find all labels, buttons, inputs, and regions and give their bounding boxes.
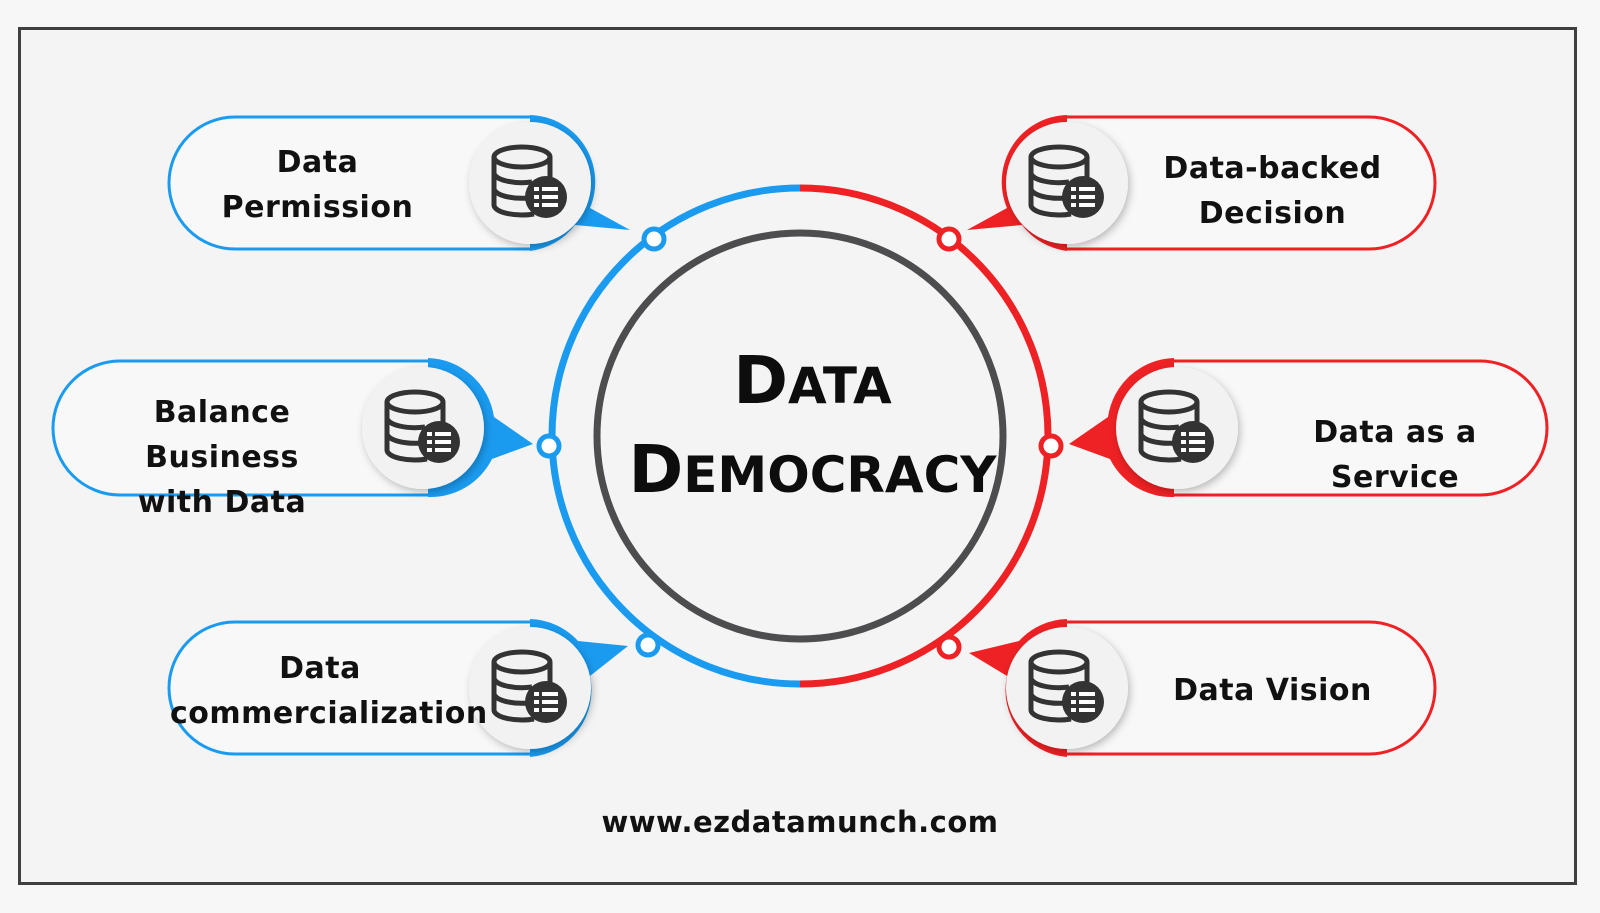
title-rest: ATA	[788, 357, 892, 415]
label-data-permission: Data Permission	[205, 140, 430, 230]
node-data-backed-decision	[967, 115, 1437, 251]
node-data-commercialization	[167, 619, 628, 757]
connector-dot	[536, 433, 562, 459]
label-data-commercialization: Data commercialization	[170, 646, 488, 736]
title-initial: D	[733, 342, 789, 419]
node-balance-business	[51, 358, 533, 498]
label-line: Permission	[221, 190, 414, 225]
connector-dot	[1038, 433, 1064, 459]
title-rest: EMOCRACY	[683, 446, 997, 504]
label-data-vision: Data Vision	[1150, 668, 1395, 713]
label-line: Data	[276, 145, 359, 180]
connector-dot	[641, 226, 667, 252]
connector-dot	[936, 634, 962, 660]
label-line: Data Vision	[1173, 673, 1372, 708]
footer-url: www.ezdatamunch.com	[601, 805, 999, 839]
label-line: Data	[279, 651, 361, 686]
title-line-2: DEMOCRACY	[600, 434, 1025, 523]
connector-dot	[936, 226, 962, 252]
title-initial: D	[628, 431, 684, 508]
label-line: with Data	[137, 485, 307, 520]
label-balance-business: Balance Business with Data	[72, 390, 372, 525]
inner-ring	[593, 229, 1007, 643]
connector-dot	[635, 632, 661, 658]
label-data-backed-decision: Data-backed Decision	[1150, 146, 1395, 236]
diagram-title: DATA DEMOCRACY	[600, 345, 1025, 523]
label-line: Data-backed	[1163, 151, 1382, 186]
label-line: Data as a Service	[1313, 415, 1477, 495]
label-line: commercialization	[170, 696, 488, 731]
label-data-as-a-service: Data as a Service	[1250, 410, 1540, 500]
title-line-1: DATA	[600, 345, 1025, 434]
node-data-vision	[969, 619, 1437, 757]
node-data-permission	[167, 115, 630, 251]
label-line: Balance Business	[145, 395, 299, 475]
node-data-as-a-service	[1069, 358, 1549, 498]
label-line: Decision	[1198, 196, 1347, 231]
